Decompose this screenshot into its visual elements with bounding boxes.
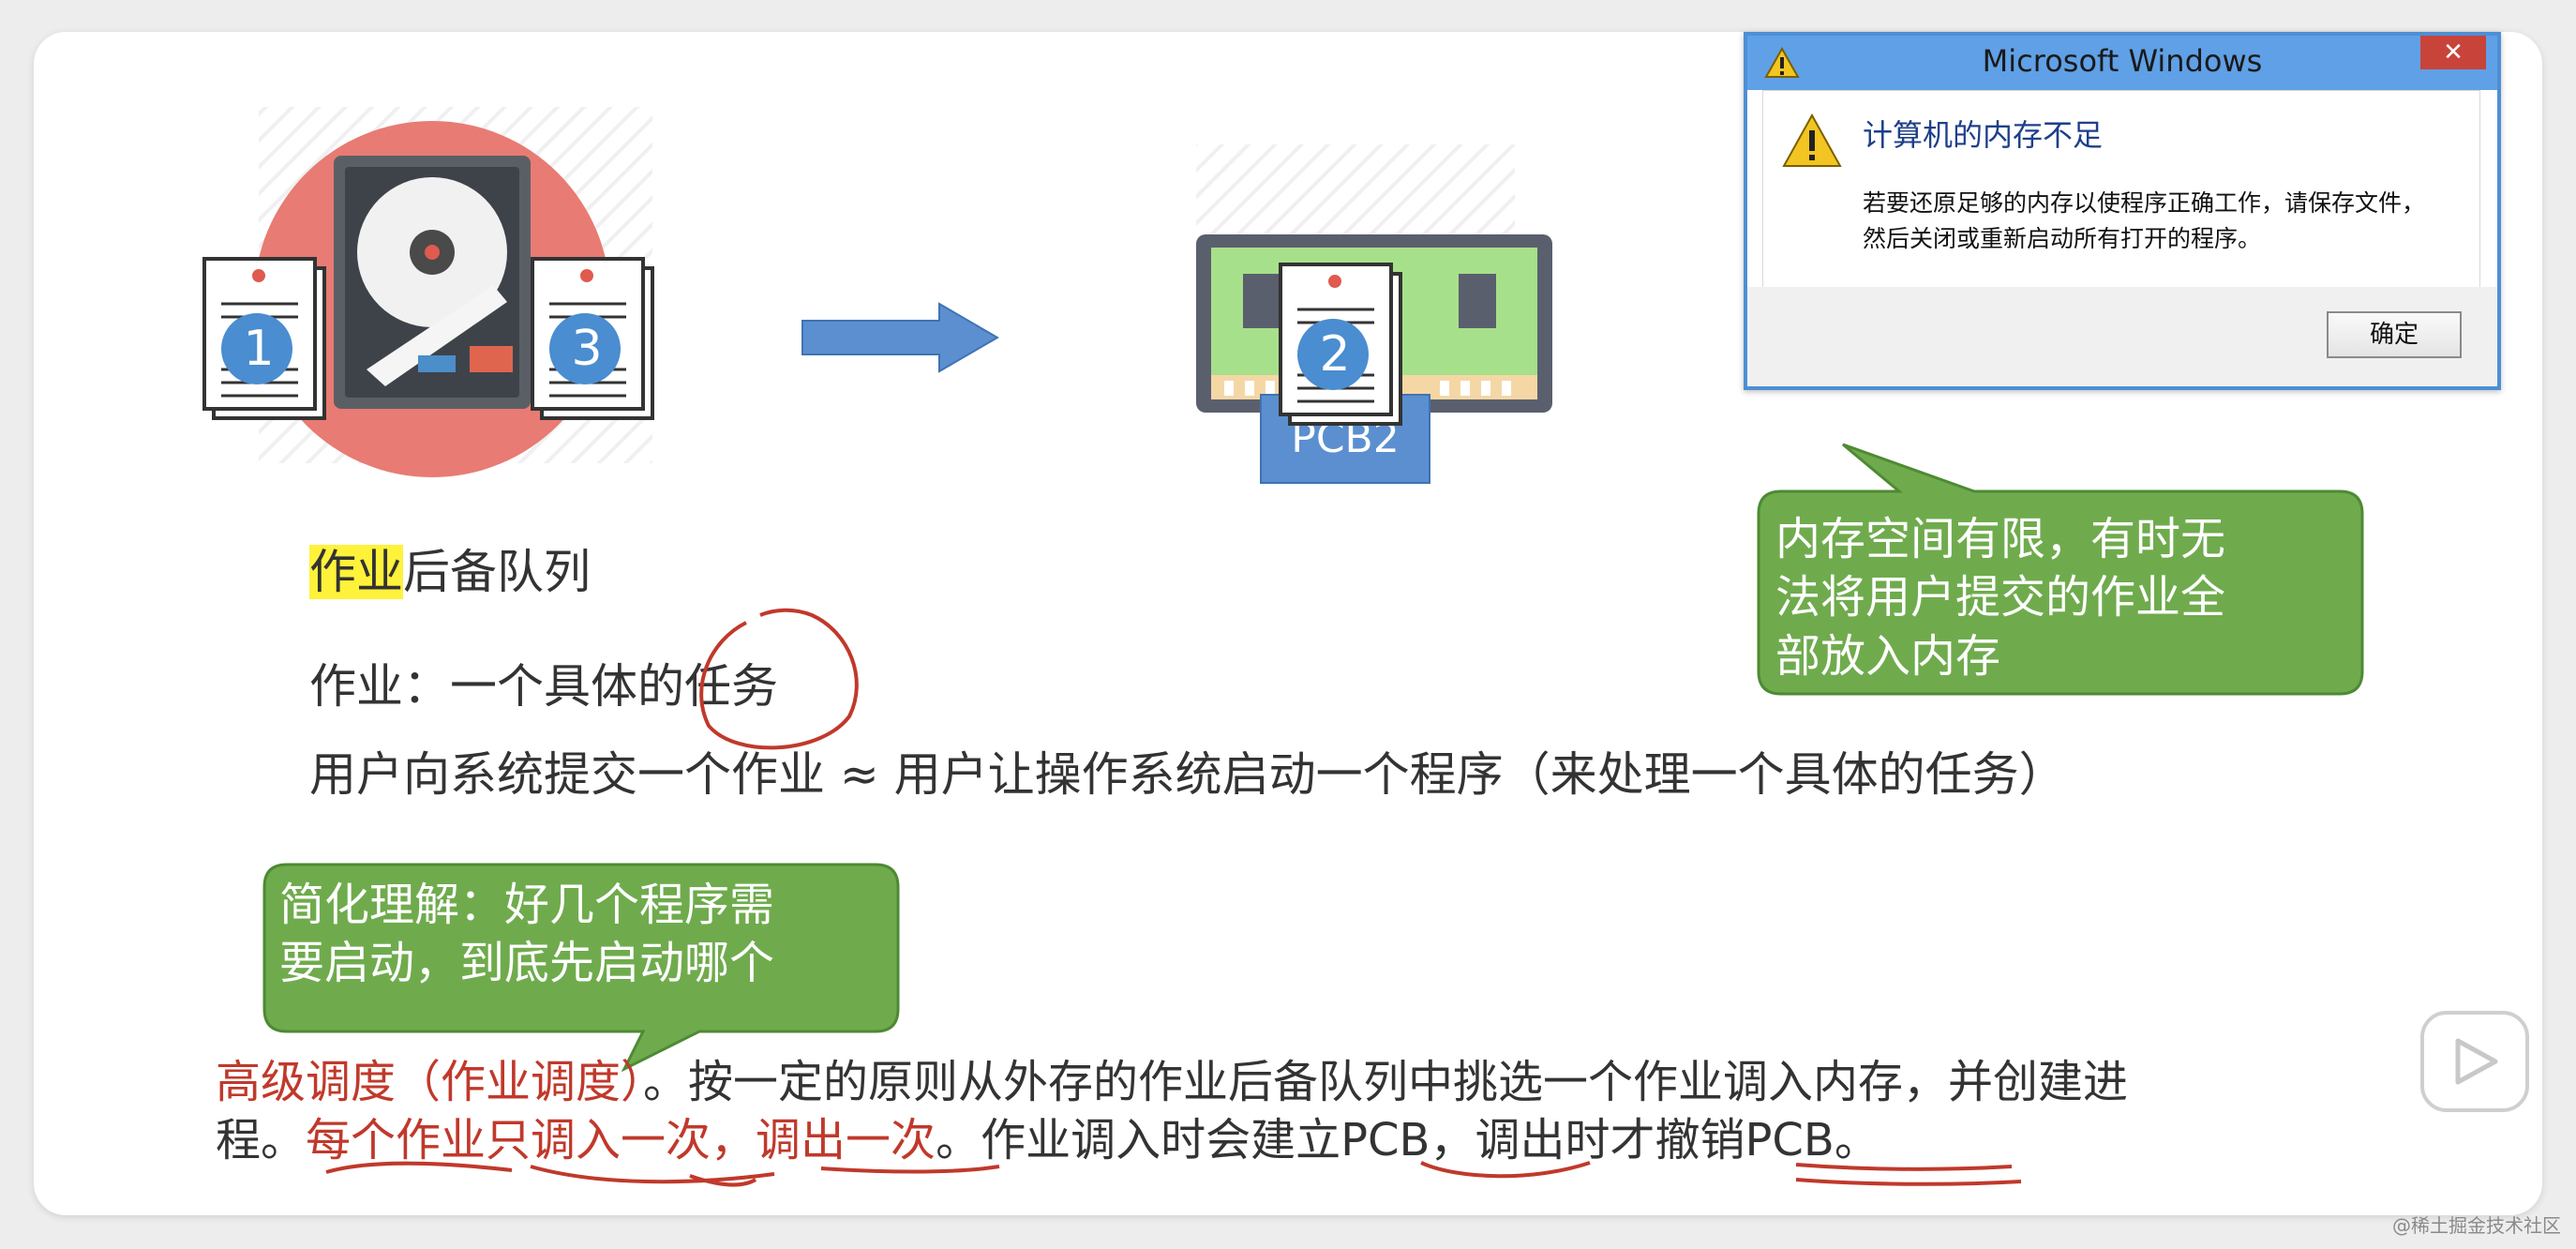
dialog-footer: 确定 [1747, 287, 2497, 386]
hard-disk-icon [334, 156, 531, 409]
memory-callout-text: 内存空间有限，有时无 法将用户提交的作业全 部放入内存 [1775, 510, 2225, 685]
right-arrow-icon [801, 302, 999, 373]
warning-icon [1764, 47, 1800, 78]
document-icon [1279, 263, 1402, 426]
watermark: @稀土掘金技术社区 [2392, 1214, 2561, 1237]
scheduling-comma: ， [711, 1114, 756, 1166]
job-definition: 作业：一个具体的任务 [309, 649, 778, 716]
job-submission-explanation: 用户向系统提交一个作业 ≈ 用户让操作系统启动一个程序（来处理一个具体的任务） [309, 747, 2066, 802]
dialog-message-line-2: 然后关闭或重新启动所有打开的程序。 [1863, 225, 2262, 252]
scheduling-line-1-rest: 。按一定的原则从外存的作业后备队列中挑选一个作业调入内存，并创建进 [643, 1056, 2129, 1108]
document-number-1: 1 [243, 321, 275, 377]
dialog-message-line-1: 若要还原足够的内存以使程序正确工作，请保存文件， [1863, 189, 2426, 217]
document-icon [202, 257, 326, 420]
dialog-content: 计算机的内存不足 若要还原足够的内存以使程序正确工作，请保存文件， 然后关闭或重… [1762, 90, 2480, 289]
dialog-close-button[interactable]: ✕ [2420, 36, 2486, 69]
scheduling-once-in: 每个作业只调入一次 [306, 1114, 711, 1166]
job-queue-rest: 后备队列 [403, 545, 591, 599]
memory-callout-shape [1757, 443, 2364, 696]
job-highlight: 作业 [309, 545, 403, 599]
simplify-callout-text: 简化理解：好几个程序需 要启动，到底先启动哪个 [279, 876, 774, 993]
memory-callout-line-1: 内存空间有限，有时无 [1775, 513, 2226, 565]
memory-callout-line-2: 法将用户提交的作业全 [1775, 571, 2226, 624]
dialog-title: Microsoft Windows [1982, 43, 2263, 79]
warning-icon [1782, 113, 1842, 167]
document-number-2: 2 [1319, 326, 1351, 383]
scheduling-line-1: 高级调度（作业调度）。按一定的原则从外存的作业后备队列中挑选一个作业调入内存，并… [216, 1045, 2128, 1110]
simplify-callout-line-2: 要启动，到底先启动哪个 [279, 937, 775, 990]
document-number-3: 3 [571, 321, 603, 377]
play-button[interactable] [2420, 1011, 2529, 1112]
simplify-callout-line-1: 简化理解：好几个程序需 [279, 879, 775, 931]
scheduling-line-2: 程。每个作业只调入一次，调出一次。作业调入时会建立PCB，调出时才撤销PCB。 [216, 1103, 1880, 1168]
ok-button-label: 确定 [2369, 321, 2419, 349]
job-definition-prefix: 作业：一个具体的 [309, 659, 684, 714]
document-icon [531, 257, 654, 420]
scheduling-line-2-end: 。作业调入时会建立PCB，调出时才撤销PCB。 [936, 1114, 1880, 1166]
simplify-callout-shape [262, 863, 900, 1073]
memory-callout-line-3: 部放入内存 [1775, 629, 2001, 683]
slide: 1 3 [34, 32, 2542, 1215]
handwritten-underlines [325, 1161, 2022, 1187]
high-level-scheduling-term: 高级调度（作业调度） [216, 1056, 644, 1108]
hard-disk-illustration [254, 107, 652, 477]
memory-warning-dialog: Microsoft Windows ✕ 计算机的内存不足 若要还原足够的内存以使… [1744, 32, 2501, 390]
job-queue-label: 作业后备队列 [309, 534, 591, 602]
dialog-heading: 计算机的内存不足 [1863, 117, 2104, 153]
dialog-titlebar: Microsoft Windows ✕ [1747, 36, 2497, 90]
ok-button[interactable]: 确定 [2327, 311, 2462, 358]
play-icon [2455, 1038, 2498, 1085]
scheduling-line-2-start: 程。 [216, 1114, 307, 1166]
handwritten-circle [699, 608, 859, 750]
scheduling-once-out: 调出一次 [756, 1114, 936, 1166]
